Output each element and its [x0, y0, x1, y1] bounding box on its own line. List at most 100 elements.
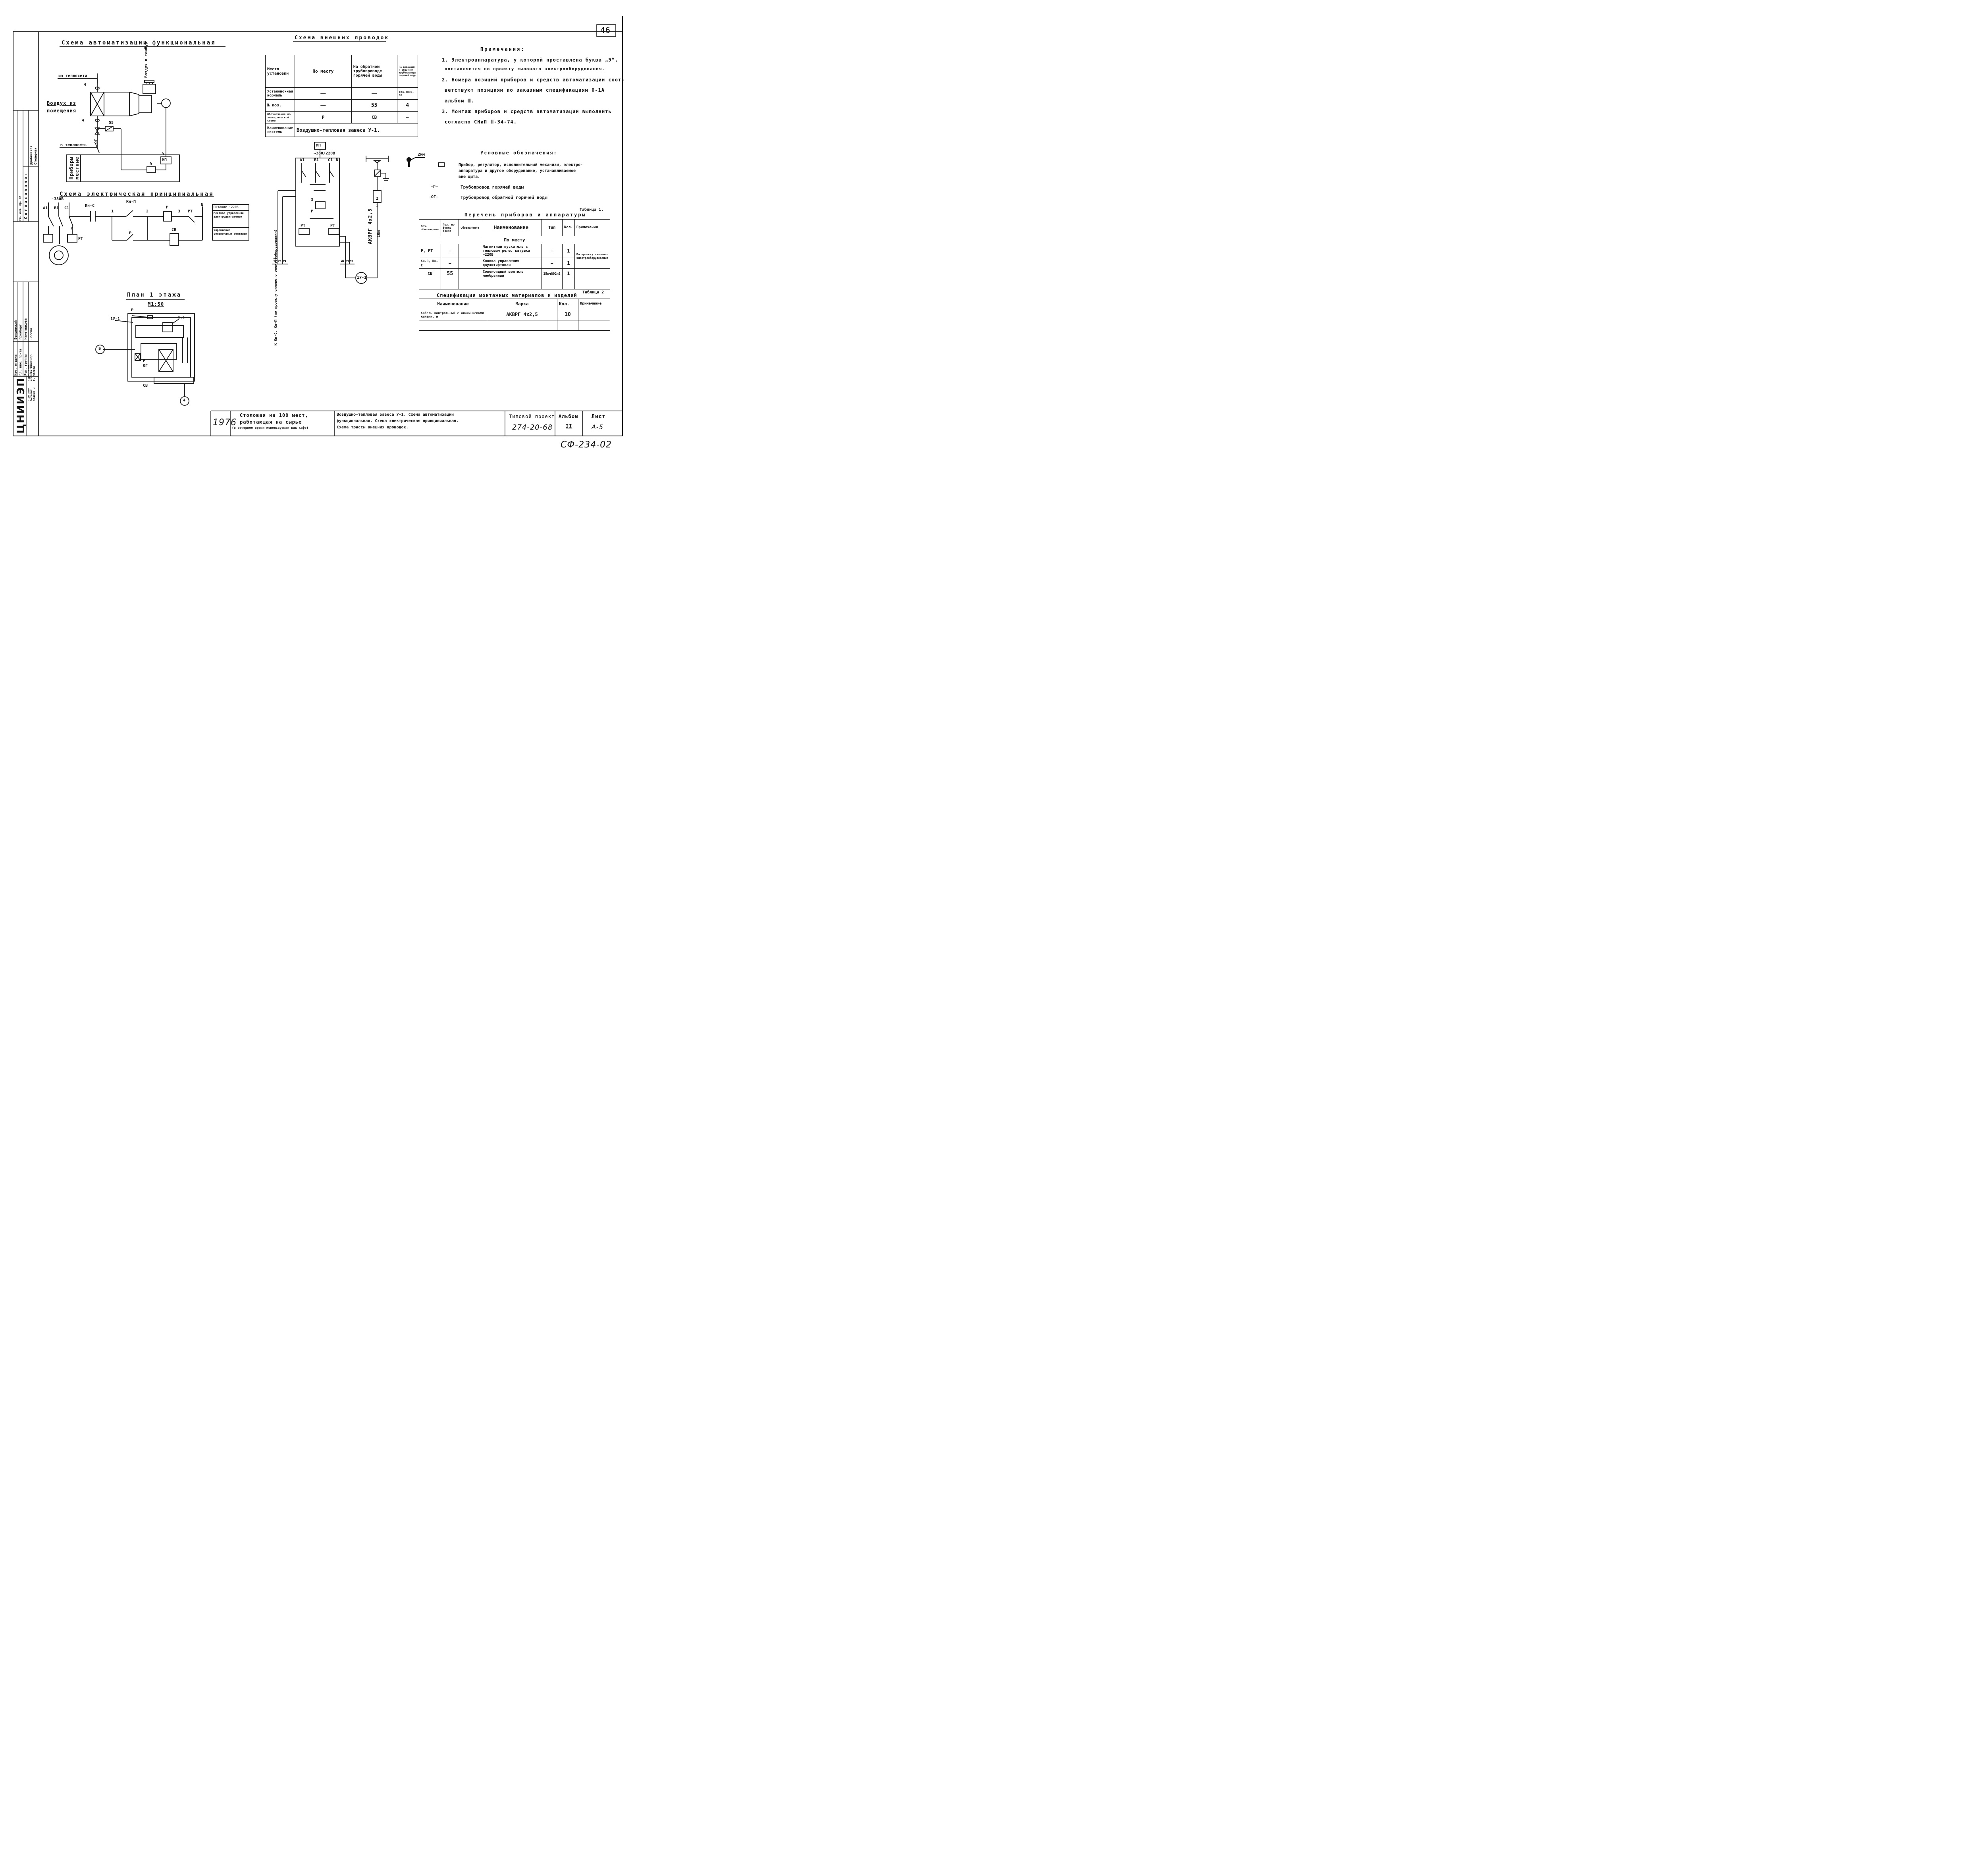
legend-g-text: Трубопровод горячей воды — [461, 185, 524, 190]
tb-year: 1976 — [213, 418, 237, 428]
spec-note — [578, 309, 610, 320]
wiring-3-label: 3 — [311, 198, 314, 202]
u1-device-label: 1У-1 — [357, 276, 367, 280]
el-r-contact-label: Р — [129, 231, 132, 235]
spec-header: Наименование — [419, 299, 487, 309]
staff-name: Вепринский — [14, 320, 17, 339]
el-pt-label: РТ — [188, 209, 193, 214]
spec-table: Наименование Марка Кол. Примечание Кабел… — [419, 299, 610, 331]
e-label-1: Э — [162, 152, 164, 156]
spec-empty — [419, 320, 487, 331]
el-a1-label: А1 — [43, 206, 48, 210]
mp-label: МП — [162, 158, 167, 162]
spec-header: Марка — [487, 299, 557, 309]
from-network-label: из теплосети — [58, 74, 87, 78]
wiring-vertical-note: К Кн-С, Кн-П (по проекту силового электр… — [274, 229, 278, 345]
notes-line: альбом Ⅲ. — [445, 98, 475, 104]
wiring-p1-label: Р — [311, 209, 314, 214]
eq-des — [459, 244, 481, 258]
staff-name: Наметникова — [24, 318, 27, 339]
tb-object: работающая на сырье — [240, 419, 302, 425]
pos-4b-label: 4 — [82, 118, 85, 123]
legend-og-text: Трубопровод обратной горячей воды — [461, 195, 547, 200]
el-legend-valve: Управление соленоидным вентилем — [214, 229, 247, 235]
eq-pos: Кн-П, Кн-С — [418, 258, 441, 269]
pos-55-label: 55 — [109, 121, 114, 125]
plan-u1-label: У-1 — [178, 316, 185, 320]
el-voltage-label: ~380В — [52, 197, 64, 201]
el-c1-label: С1 — [64, 206, 69, 210]
staff-role: Нач. отдела — [14, 355, 17, 376]
eq-name: Соленоидный вентиль мембранный — [480, 268, 542, 279]
wiring-terminal-1: 1 — [376, 203, 379, 208]
wiring-cell: По месту — [295, 55, 352, 88]
wiring-header-norm: Установочная нормаль — [265, 87, 295, 100]
notes-line: 1. Электроаппаратура, у которой проставл… — [442, 57, 619, 63]
eq-empty — [459, 279, 481, 289]
notes-line: согласно СНиП Ⅲ-34-74. — [445, 119, 517, 125]
wiring-wire-4: 2 — [349, 259, 354, 262]
tb-sheet: А-5 — [592, 423, 603, 431]
eq-fpos: — — [441, 258, 459, 269]
legend-item-text: вне щита. — [459, 175, 480, 179]
stamp-code: СФ-234-02 — [561, 440, 612, 450]
tb-drawing: Воздушно-тепловая завеса У-1. Схема авто… — [337, 413, 454, 417]
wiring-cell: На подающем и обратном трубопроводе горя… — [397, 55, 418, 88]
plan-scale: М1:50 — [148, 301, 164, 307]
wiring-terminal-2: 2 — [376, 197, 379, 201]
wiring-header-designation: Обозначение по электрической схеме — [265, 111, 295, 123]
el-legend-power: Питание ~220В — [214, 205, 239, 209]
wiring-cell: 55 — [351, 99, 397, 112]
wiring-c1-label: С1 — [328, 158, 333, 162]
wiring-a1b-label: А1 — [273, 257, 278, 262]
wiring-b1-label: В1 — [314, 158, 319, 162]
e-label-2: Э — [150, 162, 152, 166]
tb-object: (в вечернее время используемая как кафе) — [232, 426, 308, 430]
air-from-room-label-2: помещения — [47, 108, 77, 114]
wiring-system-name: Воздушно-тепловая завеса У-1. — [295, 123, 418, 137]
tb-project-label: Типовой проект — [509, 414, 555, 419]
plan-sv-label: СВ — [143, 384, 148, 388]
eq-qty: 1 — [562, 258, 575, 269]
eq-des — [459, 258, 481, 269]
plan-r-label: Р — [143, 359, 146, 363]
org-line: зданий и — [33, 388, 36, 401]
equipment-list-table: Поз. обозначение Поз. по функц. схеме Об… — [418, 219, 611, 289]
wiring-a1-label: А1 — [300, 158, 305, 162]
spec-header: Кол. — [557, 299, 578, 309]
org-logo: ЦНИИЭП — [15, 377, 27, 434]
staff-name: Лосева — [29, 328, 33, 339]
spec-empty — [578, 320, 610, 331]
el-sv-label: СВ — [172, 228, 177, 232]
functional-scheme-title: Схема автоматизации функциональная — [62, 40, 216, 46]
tb-drawing: функциональная. Схема электрическая прин… — [337, 419, 459, 423]
spec-header: Примечание — [578, 299, 610, 309]
eq-qty: 1 — [562, 244, 575, 258]
wiring-header-system: Наименование системы — [265, 123, 295, 137]
eq-pos: СВ — [418, 268, 441, 279]
table1-label: Таблица 1. — [580, 208, 604, 212]
air-from-room-label: Воздух из — [47, 100, 77, 106]
notes-title: Примечания: — [480, 46, 525, 52]
el-pt2-label: РТ — [78, 237, 83, 241]
eq-empty — [562, 279, 575, 289]
eq-header: Поз. обозначение — [418, 219, 441, 236]
eq-type: — — [541, 258, 563, 269]
wiring-voltage-label: ~380/220В — [314, 151, 335, 156]
el-node-2: 2 — [146, 209, 149, 214]
legend-size-label: 2мм — [418, 152, 425, 157]
eq-header: Обозначение — [459, 219, 481, 236]
spec-qty: 10 — [557, 309, 578, 320]
plan-p-label: Р — [131, 308, 134, 312]
el-b1-label: В1 — [54, 206, 59, 210]
eq-fpos: — — [441, 244, 459, 258]
wiring-header-pos: № поз. — [265, 99, 295, 112]
org-line: г. Москва — [33, 366, 36, 381]
notes-line: 3. Монтаж приборов и средств автоматизац… — [442, 109, 612, 114]
eq-empty — [574, 279, 611, 289]
wiring-cell: 4 — [397, 99, 418, 112]
eq-type: — — [541, 244, 563, 258]
legend-g-symbol: —Г— — [431, 185, 438, 189]
tb-drawing: Схема трассы внешних проводок. — [337, 425, 409, 430]
